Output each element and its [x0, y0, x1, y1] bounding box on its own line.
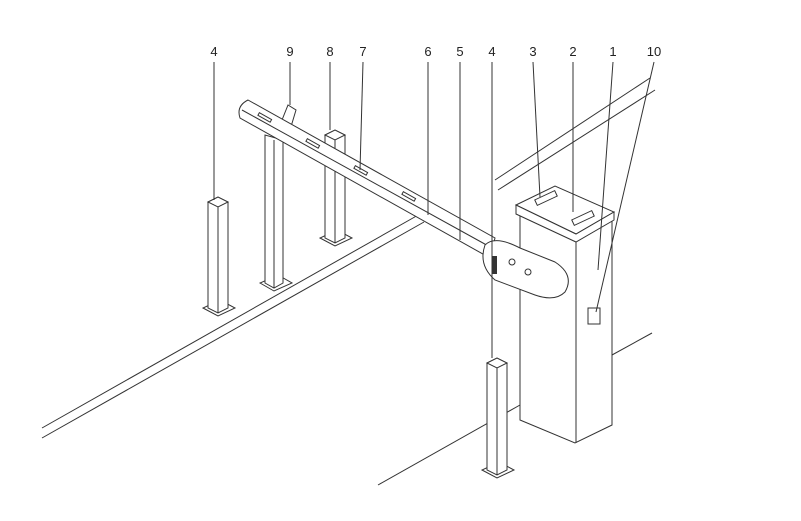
beam-hub: [482, 240, 569, 299]
callout-4-left: 4: [210, 44, 218, 59]
photocell-post-left: [201, 196, 237, 317]
callout-8: 8: [326, 44, 334, 59]
callout-4-front: 4: [488, 44, 496, 59]
key-release-lock: [587, 307, 601, 325]
beam: [238, 99, 496, 259]
callout-6: 6: [424, 44, 432, 59]
callout-5: 5: [456, 44, 464, 59]
cabinet: [514, 185, 616, 444]
callout-7: 7: [359, 44, 367, 59]
callout-1: 1: [609, 44, 617, 59]
callout-9: 9: [286, 44, 294, 59]
leader-lines: [213, 61, 655, 358]
callout-10: 10: [646, 44, 662, 59]
photocell-post-front: [480, 357, 516, 479]
callout-3: 3: [529, 44, 537, 59]
callout-2: 2: [569, 44, 577, 59]
